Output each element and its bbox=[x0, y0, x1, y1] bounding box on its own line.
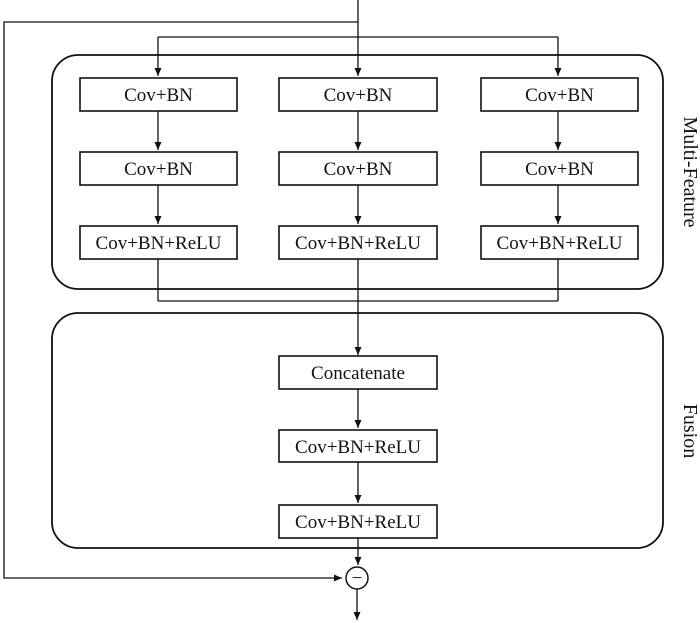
fusion-block-2 bbox=[278, 429, 438, 463]
fusion-label: Fusion bbox=[679, 404, 700, 458]
branch-3-block-2-label: Cov+BN bbox=[525, 159, 594, 180]
concatenate-block bbox=[278, 355, 438, 390]
branch-1-block-3 bbox=[79, 225, 238, 260]
branch-3-block-1-label: Cov+BN bbox=[525, 85, 594, 106]
branch-3-block-3-label: Cov+BN+ReLU bbox=[497, 233, 623, 254]
branch-2-block-1-label: Cov+BN bbox=[324, 85, 393, 106]
branch-2-block-1 bbox=[278, 77, 438, 112]
multi-feature-label: Multi-Feature bbox=[679, 116, 700, 227]
branch-2-block-2-label: Cov+BN bbox=[324, 159, 393, 180]
branch-3-block-2 bbox=[480, 151, 639, 186]
branch-2-block-3 bbox=[278, 225, 438, 260]
branch-2-block-3-label: Cov+BN+ReLU bbox=[295, 233, 421, 254]
fusion-block-3-label: Cov+BN+ReLU bbox=[295, 512, 421, 533]
fusion-block-3 bbox=[278, 504, 438, 539]
branch-1-block-1 bbox=[79, 77, 238, 112]
branch-3-block-1 bbox=[480, 77, 639, 112]
subtract-symbol: − bbox=[352, 568, 363, 589]
branch-3-block-3 bbox=[480, 225, 639, 260]
fusion-block-2-label: Cov+BN+ReLU bbox=[295, 437, 421, 458]
branch-1-block-2-label: Cov+BN bbox=[124, 159, 193, 180]
branch-2-block-2 bbox=[278, 151, 438, 186]
branch-1-block-3-label: Cov+BN+ReLU bbox=[96, 233, 222, 254]
branch-1-block-1-label: Cov+BN bbox=[124, 85, 193, 106]
branch-1-block-2 bbox=[79, 151, 238, 186]
concatenate-block-label: Concatenate bbox=[311, 363, 405, 384]
skip-connection-arrow bbox=[3, 21, 358, 582]
